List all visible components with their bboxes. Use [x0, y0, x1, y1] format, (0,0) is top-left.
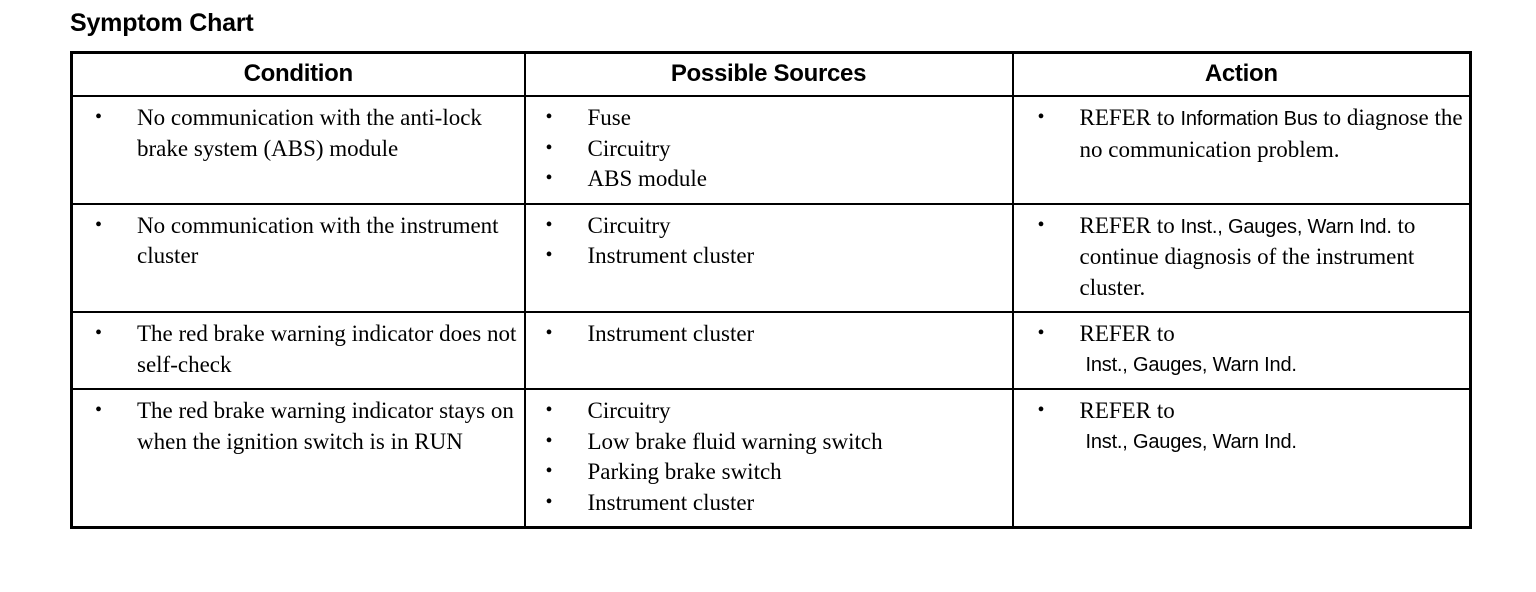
- page-title: Symptom Chart: [70, 9, 254, 37]
- column-header-action: Action: [1011, 51, 1472, 97]
- bullet-item: The red brake warning indicator does not…: [79, 318, 518, 380]
- cell-condition: The red brake warning indicator does not…: [70, 311, 526, 390]
- cell-action: REFER to Information Bus to diagnose the…: [1011, 95, 1472, 205]
- bullet-item: Low brake fluid warning switch: [532, 426, 1006, 458]
- column-header-possible-sources: Possible Sources: [523, 51, 1014, 97]
- cross-reference-link[interactable]: Inst., Gauges, Warn Ind.: [1085, 353, 1297, 376]
- cell-possible-sources: FuseCircuitryABS module: [523, 95, 1014, 205]
- bullet-item: Parking brake switch: [532, 456, 1006, 488]
- action-lead-text: REFER to: [1079, 105, 1175, 130]
- bullet-list: REFER to Inst., Gauges, Warn Ind.: [1020, 395, 1464, 457]
- action-lead-text: REFER to: [1079, 398, 1175, 423]
- column-header-condition: Condition: [70, 51, 526, 97]
- cross-reference-link[interactable]: Inst., Gauges, Warn Ind.: [1180, 215, 1392, 238]
- cell-possible-sources: Instrument cluster: [523, 311, 1014, 390]
- bullet-item: Instrument cluster: [532, 318, 1006, 350]
- cell-action: REFER to Inst., Gauges, Warn Ind.: [1011, 311, 1472, 390]
- bullet-list: The red brake warning indicator stays on…: [79, 395, 518, 457]
- bullet-item: REFER to Inst., Gauges, Warn Ind.: [1020, 318, 1464, 380]
- action-tail-text: to continue diagnosis of the instrument …: [1079, 212, 1416, 300]
- cell-condition: The red brake warning indicator stays on…: [70, 388, 526, 529]
- table-header-row: Condition Possible Sources Action: [70, 51, 1472, 97]
- action-tail-text: to diagnose the no communication problem…: [1079, 105, 1463, 162]
- bullet-list: No communication with the anti-lock brak…: [79, 102, 518, 164]
- bullet-item: Circuitry: [532, 395, 1006, 427]
- bullet-list: CircuitryInstrument cluster: [532, 210, 1006, 272]
- table-row: No communication with the anti-lock brak…: [70, 95, 1472, 205]
- action-lead-text: REFER to: [1079, 321, 1175, 346]
- bullet-list: REFER to Inst., Gauges, Warn Ind.: [1020, 318, 1464, 380]
- bullet-item: REFER to Inst., Gauges, Warn Ind. to con…: [1020, 210, 1464, 304]
- bullet-item: Instrument cluster: [532, 240, 1006, 272]
- cell-action: REFER to Inst., Gauges, Warn Ind. to con…: [1011, 202, 1472, 313]
- bullet-item: REFER to Inst., Gauges, Warn Ind.: [1020, 395, 1464, 457]
- bullet-item: No communication with the instrument clu…: [79, 210, 518, 272]
- table-header: Condition Possible Sources Action: [70, 51, 1472, 97]
- bullet-item: ABS module: [532, 163, 1006, 195]
- bullet-item: REFER to Information Bus to diagnose the…: [1020, 102, 1464, 165]
- bullet-list: REFER to Information Bus to diagnose the…: [1020, 102, 1464, 165]
- bullet-list: FuseCircuitryABS module: [532, 102, 1006, 195]
- bullet-item: Fuse: [532, 102, 1006, 134]
- table-row: No communication with the instrument clu…: [70, 202, 1472, 313]
- bullet-item: Instrument cluster: [532, 487, 1006, 519]
- bullet-list: CircuitryLow brake fluid warning switchP…: [532, 395, 1006, 519]
- cross-reference-link[interactable]: Inst., Gauges, Warn Ind.: [1085, 430, 1297, 453]
- table-body: No communication with the anti-lock brak…: [70, 95, 1472, 529]
- bullet-item: No communication with the anti-lock brak…: [79, 102, 518, 164]
- symptom-chart-table: Condition Possible Sources Action No com…: [70, 51, 1472, 529]
- bullet-list: No communication with the instrument clu…: [79, 210, 518, 272]
- cross-reference-link[interactable]: Information Bus: [1180, 108, 1318, 130]
- action-lead-text: REFER to: [1079, 212, 1175, 238]
- bullet-item: The red brake warning indicator stays on…: [79, 395, 518, 457]
- bullet-list: The red brake warning indicator does not…: [79, 318, 518, 380]
- cell-possible-sources: CircuitryLow brake fluid warning switchP…: [523, 388, 1014, 529]
- cell-condition: No communication with the instrument clu…: [70, 202, 526, 313]
- cell-condition: No communication with the anti-lock brak…: [70, 95, 526, 205]
- table-row: The red brake warning indicator does not…: [70, 311, 1472, 390]
- cell-action: REFER to Inst., Gauges, Warn Ind.: [1011, 388, 1472, 529]
- bullet-item: Circuitry: [532, 210, 1006, 242]
- bullet-item: Circuitry: [532, 133, 1006, 165]
- cell-possible-sources: CircuitryInstrument cluster: [523, 202, 1014, 313]
- table-row: The red brake warning indicator stays on…: [70, 388, 1472, 529]
- bullet-list: Instrument cluster: [532, 318, 1006, 350]
- bullet-list: REFER to Inst., Gauges, Warn Ind. to con…: [1020, 210, 1464, 304]
